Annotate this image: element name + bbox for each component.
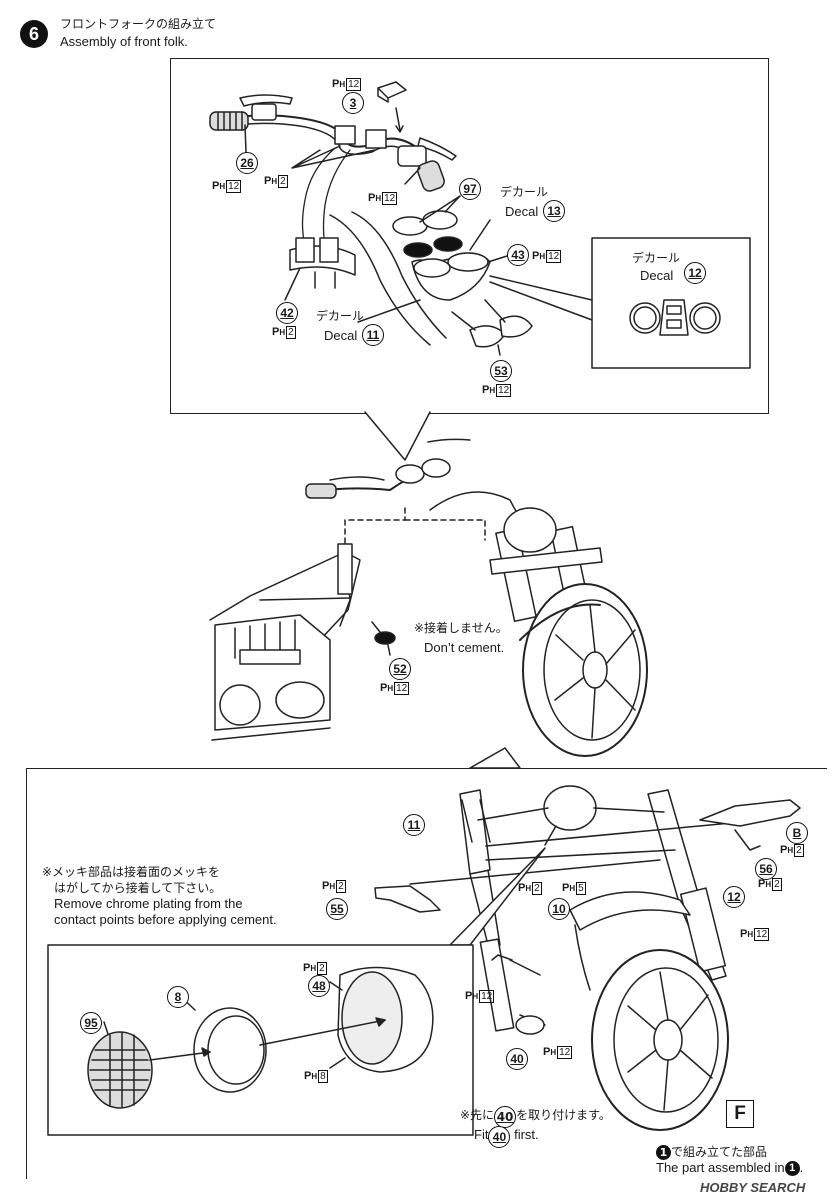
- chrome-note-en-2: contact points before applying cement.: [54, 912, 277, 927]
- part-53-callout: 53: [490, 360, 512, 382]
- part-42-callout: 42: [276, 302, 298, 324]
- decal-label-en: Decal: [505, 204, 539, 219]
- part-b-label: B: [786, 822, 808, 844]
- part-48-callout: 48: [308, 975, 330, 997]
- part-43-callout: 43: [507, 244, 529, 266]
- part-97-callout: 97: [459, 178, 481, 200]
- dont-cement-note-en: Don’t cement.: [424, 640, 505, 655]
- dont-cement-note-jp: ※接着しません。: [414, 621, 508, 635]
- part-3-callout: 3: [342, 92, 364, 114]
- section-f-label: F: [726, 1100, 754, 1128]
- step-title-jp: フロントフォークの組み立て: [60, 17, 217, 31]
- part-11-callout: 11: [403, 814, 425, 836]
- handlebar-assembly-panel: [170, 58, 769, 414]
- part-56-callout: 56: [755, 858, 777, 880]
- decal-12-callout: 12: [684, 262, 706, 284]
- hobby-search-watermark: HOBBY SEARCH: [700, 1180, 806, 1195]
- decal-label-jp: デカール: [632, 251, 681, 265]
- part-10-callout: 10: [548, 898, 570, 920]
- chrome-note-en-1: Remove chrome plating from the: [54, 896, 243, 911]
- decal-label-en: Decal: [324, 328, 358, 343]
- part-40-callout: 40: [506, 1048, 528, 1070]
- part-52-callout: 52: [389, 658, 411, 680]
- fork-assembly-panel: [26, 768, 827, 1179]
- chrome-note-jp-2: はがしてから接着して下さい。: [54, 881, 222, 895]
- decal-label-jp: デカール: [500, 185, 549, 199]
- decal-11-callout: 11: [362, 324, 384, 346]
- step-number-badge: 6: [20, 20, 48, 48]
- part-26-callout: 26: [236, 152, 258, 174]
- part-95-callout: 95: [80, 1012, 102, 1034]
- decal-label-jp: デカール: [316, 309, 365, 323]
- decal-label-en: Decal: [640, 268, 674, 283]
- part-12-callout: 12: [723, 886, 745, 908]
- decal-13-callout: 13: [543, 200, 565, 222]
- part-55-callout: 55: [326, 898, 348, 920]
- part-8-callout: 8: [167, 986, 189, 1008]
- step-title-en: Assembly of front folk.: [60, 34, 188, 49]
- chrome-note-jp-1: ※メッキ部品は接着面のメッキを: [42, 865, 221, 879]
